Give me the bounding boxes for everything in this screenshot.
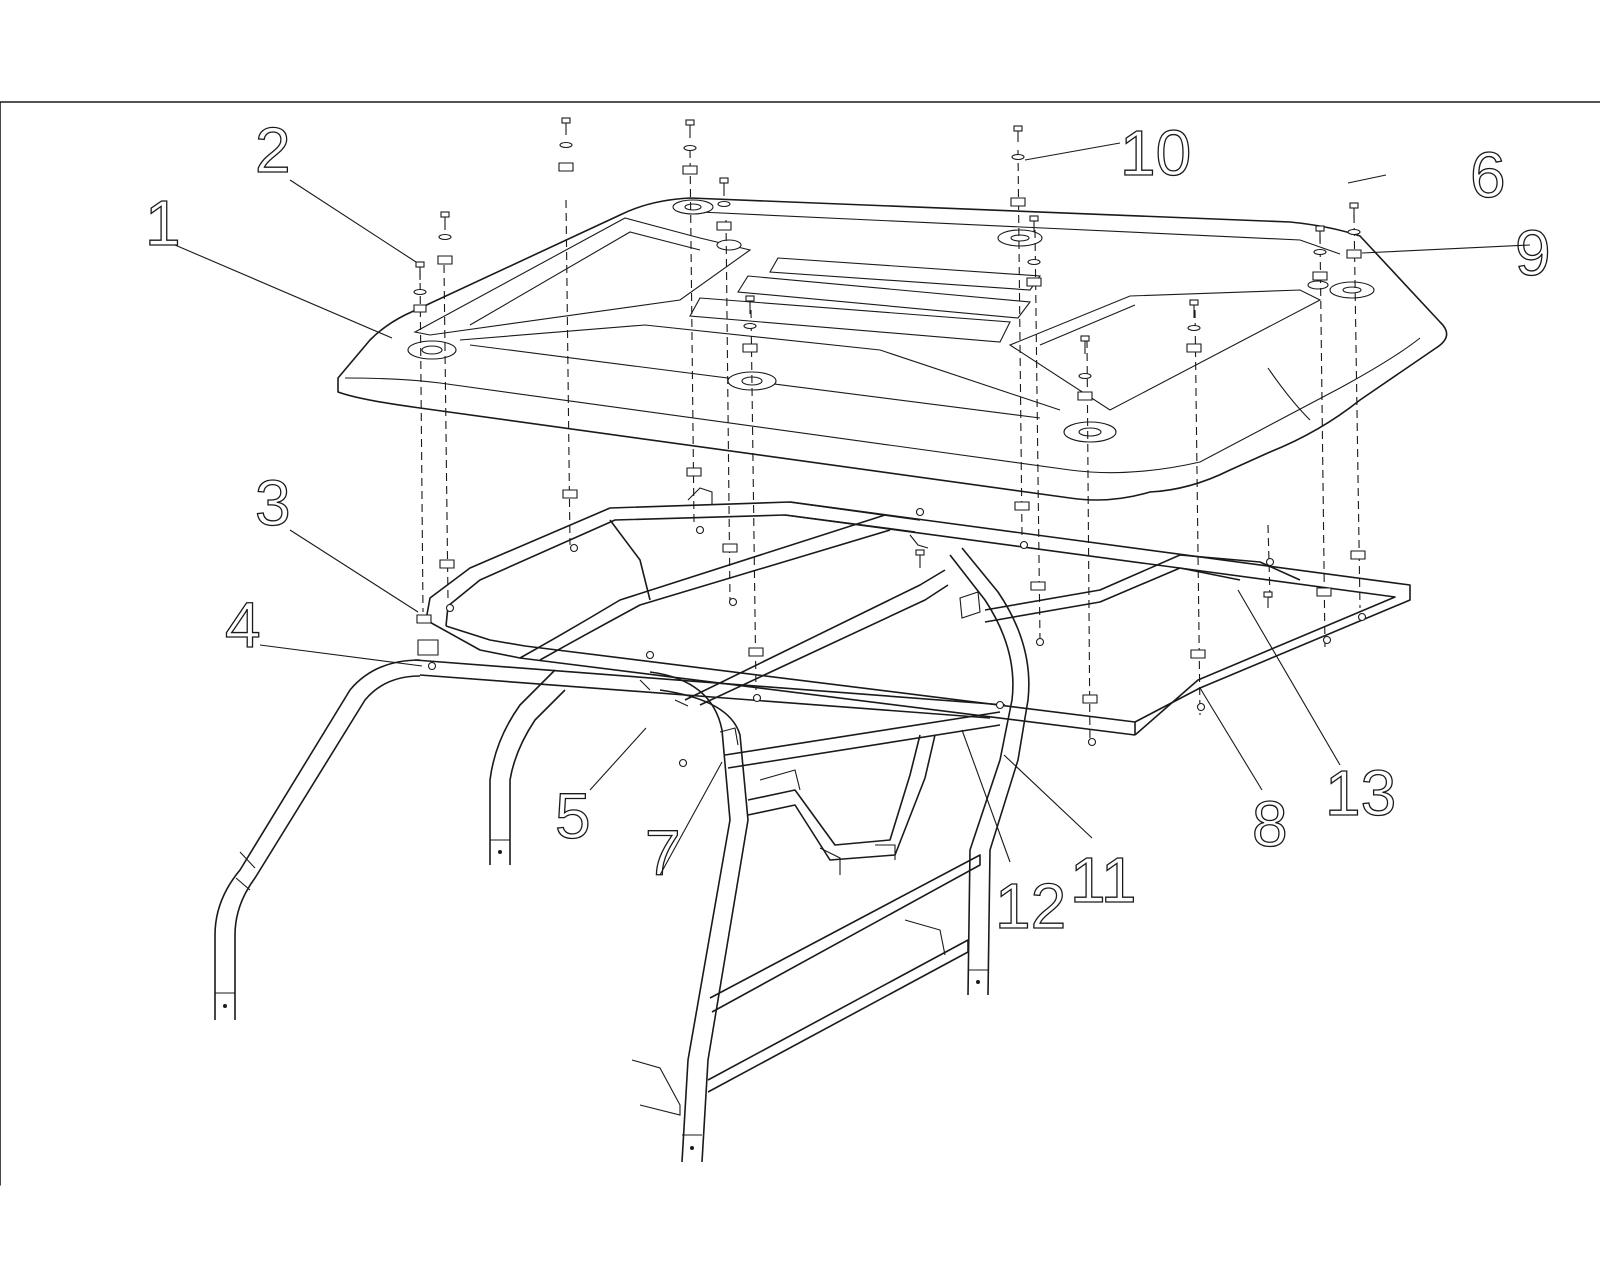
callout-2: 2 xyxy=(255,114,291,186)
roll-cage xyxy=(214,547,1030,1163)
washer-icon xyxy=(413,141,1361,380)
callout-labels: 1 2 3 4 5 6 7 8 9 10 11 12 13 xyxy=(144,113,1551,942)
callout-12: 12 xyxy=(995,870,1066,942)
callout-9: 9 xyxy=(1515,217,1551,289)
callout-13: 13 xyxy=(1325,757,1396,829)
roof-frame xyxy=(425,487,1411,736)
callout-11: 11 xyxy=(1070,844,1136,916)
bolt-icon xyxy=(415,117,1359,608)
drawing-border xyxy=(0,101,1600,1186)
callout-5: 5 xyxy=(555,780,591,852)
callout-4: 4 xyxy=(225,589,261,661)
hardware xyxy=(413,117,1367,768)
callout-3: 3 xyxy=(255,467,291,539)
assembly-lines xyxy=(419,149,1361,746)
callout-1: 1 xyxy=(145,187,181,259)
nut-icon xyxy=(413,162,1366,704)
roof-panel xyxy=(337,197,1448,501)
callout-8: 8 xyxy=(1252,788,1288,860)
callout-7: 7 xyxy=(645,817,681,889)
leader-lines xyxy=(174,142,1531,876)
lock-nut-icon xyxy=(427,507,1367,768)
callout-10: 10 xyxy=(1120,117,1191,189)
callout-6: 6 xyxy=(1470,139,1506,211)
